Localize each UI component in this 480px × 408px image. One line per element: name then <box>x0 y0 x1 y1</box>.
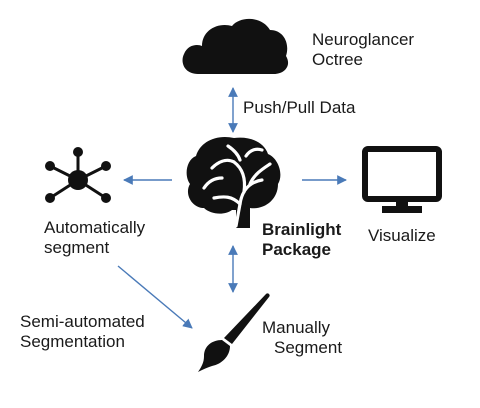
monitor-label-line1: Visualize <box>368 226 436 245</box>
brain-icon <box>186 136 281 228</box>
brush-label-line2: Segment <box>274 338 343 357</box>
cloud-label: Neuroglancer Octree <box>312 30 414 70</box>
monitor-icon <box>362 146 442 213</box>
monitor-label: Visualize <box>368 226 436 246</box>
push-pull-label: Push/Pull Data <box>243 98 356 117</box>
cloud-label-line2: Octree <box>312 50 364 69</box>
brain-label-line2: Package <box>262 240 331 259</box>
edge-label-push-pull: Push/Pull Data <box>243 98 355 118</box>
brush-label: Manually Segment <box>262 318 342 358</box>
semi-automated-label-line1: Semi-automated <box>20 312 145 331</box>
brain-label-line1: Brainlight <box>262 220 342 239</box>
network-label: Automatically segment <box>44 218 145 258</box>
network-label-line2: segment <box>44 238 110 257</box>
paintbrush-icon <box>198 293 270 372</box>
edge-label-semi-automated: Semi-automated Segmentation <box>20 312 145 352</box>
brush-label-line1: Manually <box>262 318 331 337</box>
cloud-icon <box>182 18 289 74</box>
brain-label: Brainlight Package <box>262 220 341 260</box>
arrow-network-brush <box>117 265 193 329</box>
semi-automated-label-line2: Segmentation <box>20 332 125 351</box>
network-label-line1: Automatically <box>44 218 146 237</box>
cloud-label-line1: Neuroglancer <box>312 30 415 49</box>
network-icon <box>45 147 111 203</box>
